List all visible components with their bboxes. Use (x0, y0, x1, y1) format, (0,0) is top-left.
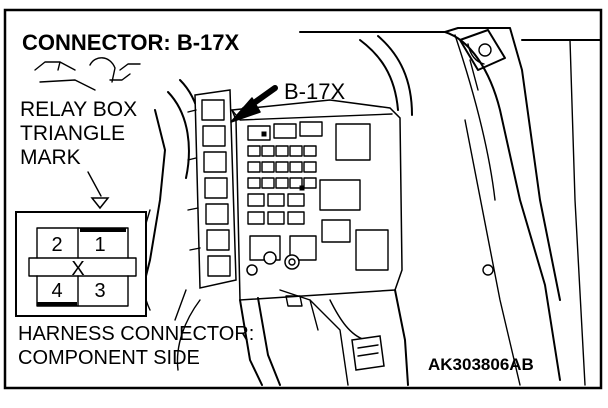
harness-connector-face (15, 211, 147, 317)
b17x-callout-arrow (230, 85, 278, 123)
harness-label-line-2: COMPONENT SIDE (18, 347, 200, 369)
pin-label: 4 (51, 280, 62, 302)
relay-box-label-line-2: TRIANGLE (20, 122, 125, 145)
callout-label: B-17X (284, 79, 345, 104)
triangle-mark-pointer (87, 171, 110, 210)
relay-box-label-line-1: RELAY BOX (20, 98, 137, 121)
relay-box-label: RELAY BOX TRIANGLE MARK (20, 98, 137, 169)
pin-label-key: X (71, 258, 84, 280)
pin-label: 1 (94, 234, 105, 256)
figure-code: AK303806AB (428, 355, 534, 374)
diagram-title: CONNECTOR: B-17X (22, 30, 240, 55)
pin-label: 2 (51, 234, 62, 256)
connector-pin-labels: 2 1 X 4 3 (51, 234, 105, 302)
harness-connector-label: HARNESS CONNECTOR: COMPONENT SIDE (18, 323, 254, 369)
harness-label-line-1: HARNESS CONNECTOR: (18, 323, 254, 345)
engine-bay-illustration (34, 27, 601, 386)
pin-label: 3 (94, 280, 105, 302)
relay-box-label-line-3: MARK (20, 146, 81, 169)
